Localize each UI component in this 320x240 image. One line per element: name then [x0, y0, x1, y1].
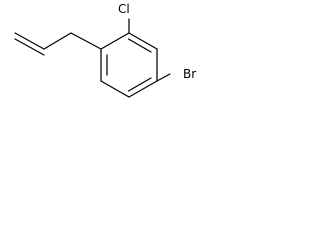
chlorine-label: Cl — [118, 2, 130, 16]
chemical-structure-canvas: Cl Br — [0, 0, 235, 115]
ring-double-bond-top — [127, 38, 152, 53]
allyl-bond-ch2-to-ch — [43, 32, 72, 50]
bromine-label: Br — [183, 67, 196, 81]
allyl-double-bond-outer — [14, 32, 45, 50]
ring-bond-top-right — [128, 32, 158, 50]
ring-double-bond-bottom — [127, 77, 152, 92]
ring-bond-bottom-left — [100, 80, 130, 98]
allyl-double-bond-inner — [14, 38, 45, 56]
ring-bond-bottom-right — [128, 80, 158, 98]
ring-bond-top-left — [100, 32, 130, 50]
allyl-bond-ring-to-ch2 — [70, 32, 102, 50]
bromo-bond — [156, 73, 171, 82]
chemical-structure-svg: Cl Br — [14, 2, 196, 98]
